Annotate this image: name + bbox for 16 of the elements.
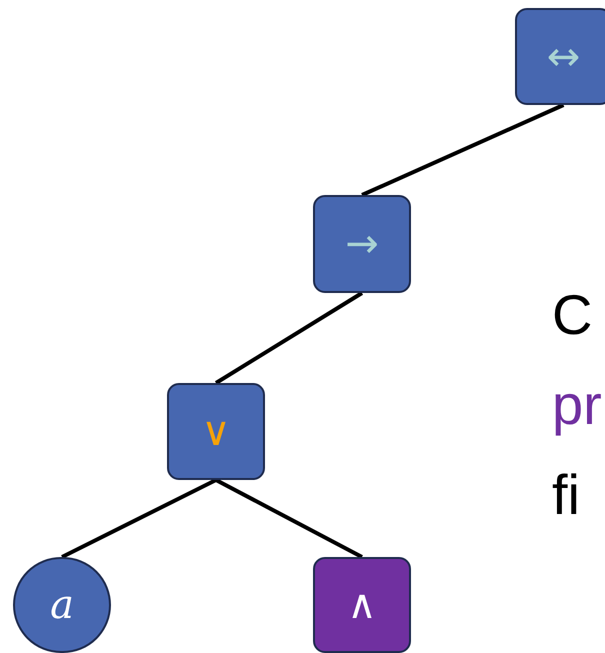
square-node [167, 383, 265, 480]
node-symbol: ∨ [201, 412, 231, 452]
square-node [313, 557, 411, 653]
node-symbol: ↔ [546, 36, 580, 76]
connector-line [215, 478, 363, 559]
connector-line [214, 291, 364, 385]
node-symbol: a [50, 585, 74, 625]
square-node [313, 195, 411, 293]
node-symbol: → [345, 224, 379, 264]
partial-text: pr [552, 372, 602, 438]
connector-line [361, 103, 564, 197]
node-symbol: ∧ [347, 585, 377, 625]
partial-text: fi [552, 462, 580, 528]
square-node [515, 8, 605, 105]
connector-line [61, 478, 217, 559]
partial-text: C [552, 282, 592, 348]
